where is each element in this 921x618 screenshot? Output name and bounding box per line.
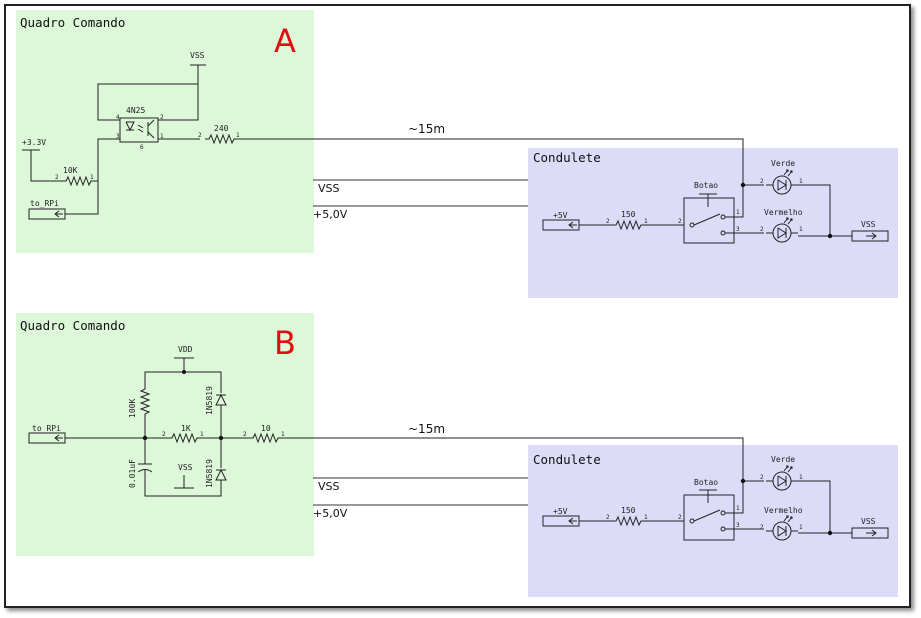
push-button-label: Botao <box>694 478 718 487</box>
svg-text:1: 1 <box>281 431 285 438</box>
svg-text:3: 3 <box>116 133 120 140</box>
svg-text:2: 2 <box>678 514 682 521</box>
svg-text:1: 1 <box>736 505 740 512</box>
svg-text:2: 2 <box>160 114 164 121</box>
optocoupler-4n25 <box>119 117 159 143</box>
push-button-label: Botao <box>694 181 718 190</box>
svg-text:1: 1 <box>644 218 648 225</box>
condulete-output-label: VSS <box>861 220 876 229</box>
section-letter: A <box>274 22 296 60</box>
svg-text:2: 2 <box>606 218 610 225</box>
condulete-resistor-label: 150 <box>621 506 636 515</box>
svg-text:2: 2 <box>162 431 166 438</box>
svg-text:2: 2 <box>760 178 764 185</box>
led-red-label: Vermelho <box>764 506 803 515</box>
capacitor-label: 0.01uF <box>128 459 137 488</box>
input-port-label: to_RPi <box>32 424 61 433</box>
resistor-1k-label: 1K <box>181 424 191 433</box>
supply-label: +3.3V <box>22 138 46 147</box>
svg-text:2: 2 <box>243 431 247 438</box>
control-board-title: Quadro Comando <box>20 318 125 333</box>
svg-text:1: 1 <box>799 178 803 185</box>
led-red-label: Vermelho <box>764 208 803 217</box>
condulete-title: Condulete <box>533 150 601 165</box>
svg-text:1: 1 <box>90 174 94 181</box>
diode-bottom-label: 1N5819 <box>205 459 214 488</box>
svg-text:2: 2 <box>55 174 59 181</box>
svg-text:1: 1 <box>799 226 803 233</box>
svg-text:1: 1 <box>799 474 803 481</box>
cable-distance-label: ~15m <box>408 122 445 136</box>
svg-text:1: 1 <box>160 133 164 140</box>
control-board-title: Quadro Comando <box>20 15 125 30</box>
resistor-100k-label: 100K <box>128 399 137 418</box>
panel-a: Quadro Comando A Condulete VSS 4N25 4 2 … <box>16 10 898 298</box>
svg-text:6: 6 <box>140 144 144 151</box>
resistor-10k-label: 10K <box>63 166 78 175</box>
ground-label: VSS <box>190 51 205 60</box>
control-board-area <box>16 313 314 556</box>
cable-distance-label: ~15m <box>408 422 445 436</box>
condulete-supply-label: +5V <box>553 211 568 220</box>
svg-text:1: 1 <box>644 514 648 521</box>
vdd-label: VDD <box>178 345 193 354</box>
push-button <box>683 197 735 244</box>
led-green-label: Verde <box>771 159 795 168</box>
condulete-resistor-label: 150 <box>621 210 636 219</box>
supply-cable-label: +5,0V <box>313 208 348 221</box>
diode-top-label: 1N5819 <box>205 386 214 415</box>
condulete-supply-label: +5V <box>553 507 568 516</box>
svg-text:1: 1 <box>799 524 803 531</box>
svg-text:2: 2 <box>760 226 764 233</box>
condulete-title: Condulete <box>533 452 601 467</box>
svg-text:1: 1 <box>236 132 240 139</box>
resistor-10-label: 10 <box>261 424 271 433</box>
vss-cable-label: VSS <box>318 182 340 195</box>
section-letter: B <box>274 324 296 362</box>
svg-text:3: 3 <box>736 522 740 529</box>
input-port-label: to_RPi <box>30 199 59 208</box>
push-button <box>683 494 735 541</box>
supply-cable-label: +5,0V <box>313 507 348 520</box>
resistor-240-label: 240 <box>214 124 229 133</box>
condulete-output-label: VSS <box>861 517 876 526</box>
optocoupler-label: 4N25 <box>126 106 145 115</box>
svg-text:2: 2 <box>606 514 610 521</box>
svg-text:4: 4 <box>116 114 120 121</box>
led-green-label: Verde <box>771 455 795 464</box>
svg-text:2: 2 <box>760 474 764 481</box>
svg-text:2: 2 <box>760 524 764 531</box>
condulete-area <box>528 148 898 298</box>
svg-text:2: 2 <box>678 218 682 225</box>
svg-text:1: 1 <box>736 209 740 216</box>
control-board-area <box>16 10 314 253</box>
vss-cable-label: VSS <box>318 480 340 493</box>
svg-text:2: 2 <box>198 132 202 139</box>
svg-text:1: 1 <box>200 431 204 438</box>
svg-text:3: 3 <box>736 226 740 233</box>
ground-label: VSS <box>178 463 193 472</box>
panel-b: Quadro Comando B Condulete VDD 100K 1N58… <box>16 313 898 597</box>
